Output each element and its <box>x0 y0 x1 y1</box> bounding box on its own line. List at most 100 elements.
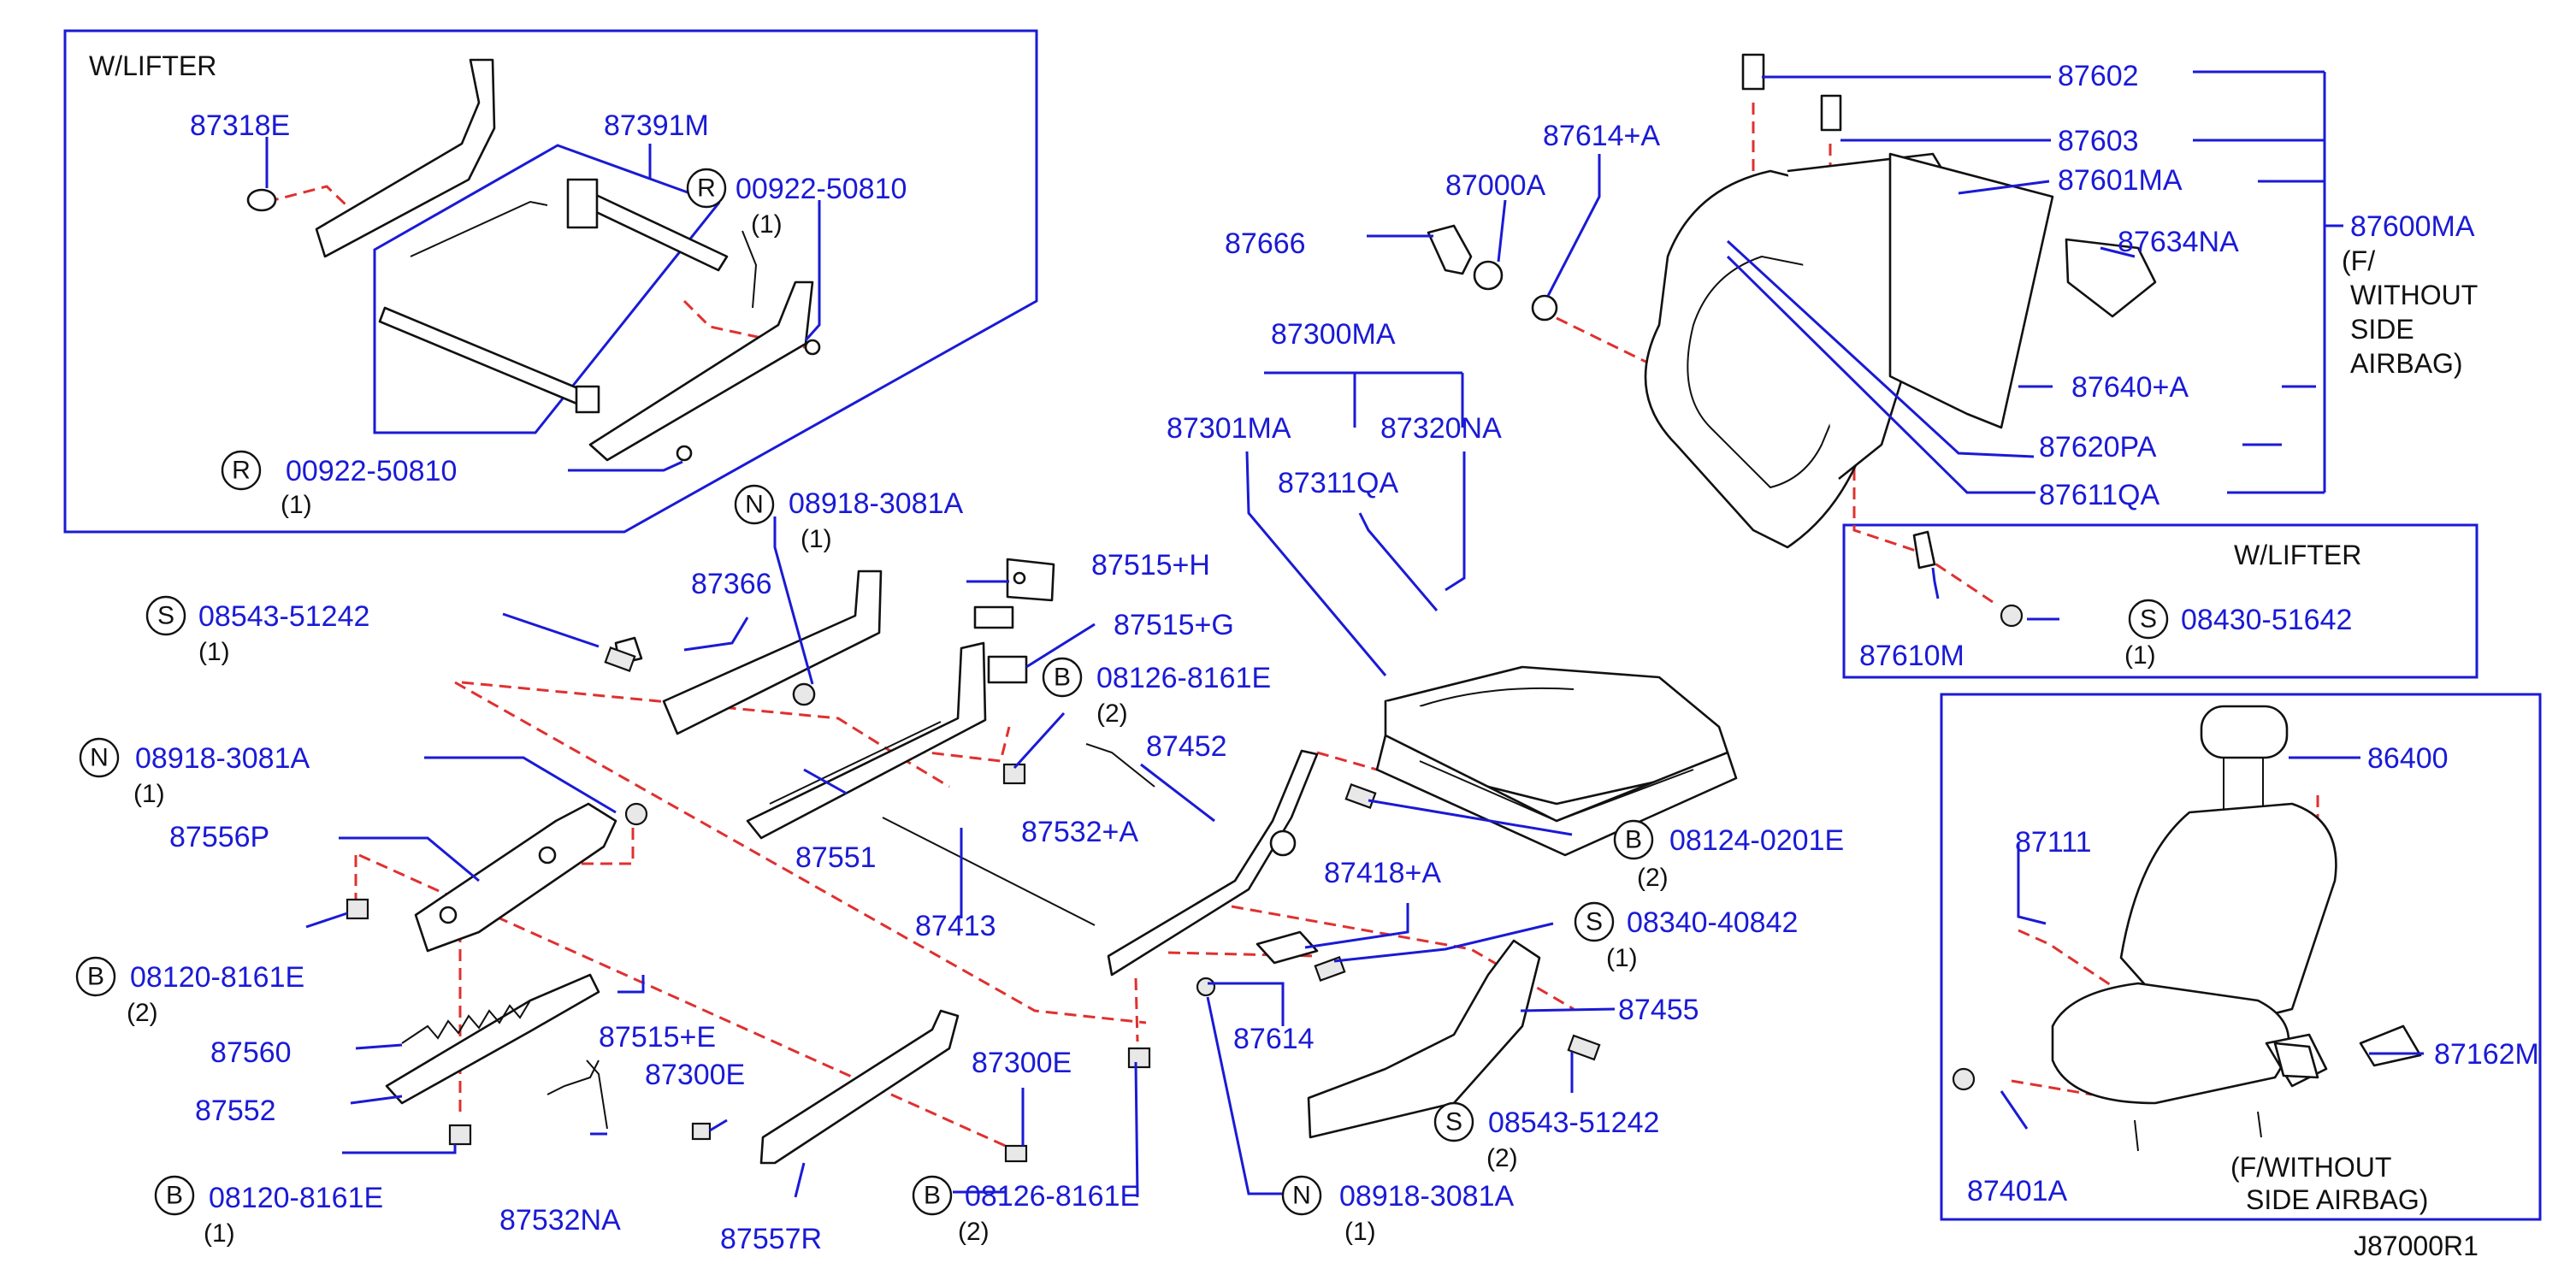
label-08120-8161e-b: 08120-8161E <box>209 1182 383 1214</box>
small-seat-inset <box>2051 705 2422 1152</box>
spring-87560 <box>401 1000 531 1044</box>
label-87602: 87602 <box>2058 60 2139 92</box>
qty-08120-b: (1) <box>204 1219 235 1248</box>
small-seat-box <box>1940 693 2542 1221</box>
label-87532a: 87532+A <box>1021 816 1138 848</box>
label-87611qa: 87611QA <box>2039 479 2159 511</box>
clip-87515h <box>1006 558 1055 602</box>
label-08543-51242-a: 08543-51242 <box>198 600 369 633</box>
qty-08340: (1) <box>1606 944 1638 972</box>
qty-08918-c: (1) <box>1344 1218 1376 1246</box>
small-airbag-note-line2: SIDE AIRBAG) <box>2246 1184 2428 1215</box>
label-87162m: 87162M <box>2434 1038 2539 1071</box>
marker-b-4: B <box>924 1182 941 1210</box>
circle-markers: R R N S B N B B B N S S B S <box>75 168 2169 1216</box>
label-87366: 87366 <box>691 568 772 600</box>
label-08430-51642: 08430-51642 <box>2181 604 2352 636</box>
leader-lines <box>265 70 2424 1198</box>
label-87640a: 87640+A <box>2071 371 2189 404</box>
marker-s-2: S <box>1586 908 1603 936</box>
airbag-note-line3: SIDE <box>2350 314 2414 345</box>
part-labels: 87318E 87391M 00922-50810 (1) 00922-5081… <box>127 60 2539 1255</box>
qty-08543-a: (1) <box>198 638 230 666</box>
label-87311qa: 87311QA <box>1278 467 1398 499</box>
small-airbag-note-line1: (F/WITHOUT <box>2230 1152 2391 1183</box>
label-87610m: 87610M <box>1859 640 1964 672</box>
label-08918-3081a-c: 08918-3081A <box>1339 1180 1515 1213</box>
recliner-knob-parts <box>1427 224 1558 322</box>
airbag-note-line4: AIRBAG) <box>2350 348 2463 379</box>
right-rail-bracket <box>1107 749 1319 977</box>
marker-r-1: R <box>697 174 716 203</box>
marker-b-5: B <box>1625 826 1642 854</box>
lifter-left-bracket <box>246 58 496 258</box>
qty-08543-b: (2) <box>1486 1144 1518 1172</box>
wire-87452 <box>1085 743 1155 788</box>
qty-08124: (2) <box>1637 864 1669 892</box>
marker-s-4: S <box>2140 605 2157 634</box>
label-87111: 87111 <box>2015 826 2092 859</box>
marker-b-2: B <box>87 963 104 991</box>
wlifter-note-top: W/LIFTER <box>89 50 216 81</box>
label-87418a: 87418+A <box>1324 857 1441 889</box>
qty-08918-b: (1) <box>133 780 165 808</box>
label-86400: 86400 <box>2367 742 2449 775</box>
marker-s-1: S <box>157 602 174 630</box>
seat-frame-assembly <box>378 178 821 462</box>
marker-s-3: S <box>1445 1108 1462 1136</box>
label-08543-51242-b: 08543-51242 <box>1488 1107 1659 1139</box>
label-87620pa: 87620PA <box>2039 431 2157 463</box>
label-87515e: 87515+E <box>599 1021 716 1054</box>
qty-08918-a: (1) <box>801 525 832 553</box>
label-87601ma: 87601MA <box>2058 164 2183 197</box>
qty-00922-a: (1) <box>751 210 783 239</box>
marker-n-3: N <box>1292 1182 1311 1210</box>
label-08918-3081a-a: 08918-3081A <box>789 487 964 520</box>
label-87603: 87603 <box>2058 125 2139 157</box>
label-87557r: 87557R <box>720 1223 822 1255</box>
clip-87532na <box>547 1059 608 1130</box>
label-87666: 87666 <box>1225 227 1306 260</box>
label-87300e-a: 87300E <box>645 1059 745 1091</box>
label-08340-40842: 08340-40842 <box>1627 906 1798 939</box>
label-08126-8161e-b: 08126-8161E <box>965 1180 1139 1213</box>
qty-08126-b: (2) <box>958 1218 990 1246</box>
qty-08430: (1) <box>2124 641 2156 670</box>
label-08918-3081a-b: 08918-3081A <box>135 742 310 775</box>
airbag-note-line2: WITHOUT <box>2350 280 2478 310</box>
label-87318e: 87318E <box>190 109 290 142</box>
label-00922-50810-b: 00922-50810 <box>286 455 457 487</box>
label-08120-8161e-a: 08120-8161E <box>130 961 304 994</box>
seat-back <box>1644 152 2157 549</box>
label-08126-8161e-a: 08126-8161E <box>1096 662 1271 694</box>
reference-code: J87000R1 <box>2354 1231 2479 1261</box>
marker-b-3: B <box>166 1182 183 1210</box>
wlifter-right-box <box>1842 523 2479 679</box>
lever-87610m <box>1912 530 1936 570</box>
label-00922-50810-a: 00922-50810 <box>736 173 907 205</box>
label-87300e-b: 87300E <box>972 1047 1072 1079</box>
qty-08126-a: (2) <box>1096 699 1128 728</box>
label-87401a: 87401A <box>1967 1175 2068 1207</box>
label-87320na: 87320NA <box>1380 412 1502 445</box>
seat-cushion-87300ma <box>1384 665 1729 806</box>
label-87634na: 87634NA <box>2118 226 2239 258</box>
side-cover-87455 <box>1307 939 1541 1139</box>
qty-08120-a: (2) <box>127 999 158 1027</box>
wlifter-top-box <box>63 29 1038 534</box>
headrest-guides <box>1741 53 1842 132</box>
wlifter-note-right: W/LIFTER <box>2234 540 2361 570</box>
rod-87413 <box>882 817 1096 926</box>
label-87560: 87560 <box>210 1036 292 1069</box>
label-87551: 87551 <box>795 841 877 874</box>
label-87515g: 87515+G <box>1114 609 1234 641</box>
label-87300ma: 87300MA <box>1271 318 1396 351</box>
slide-rail-87551 <box>746 605 1028 840</box>
label-87614a: 87614+A <box>1543 120 1660 152</box>
label-87556p: 87556P <box>169 821 269 853</box>
marker-n-1: N <box>745 491 764 519</box>
label-08124-0201e: 08124-0201E <box>1669 824 1844 857</box>
label-87600ma: 87600MA <box>2350 210 2475 243</box>
airbag-note-line1: (F/ <box>2342 245 2375 276</box>
